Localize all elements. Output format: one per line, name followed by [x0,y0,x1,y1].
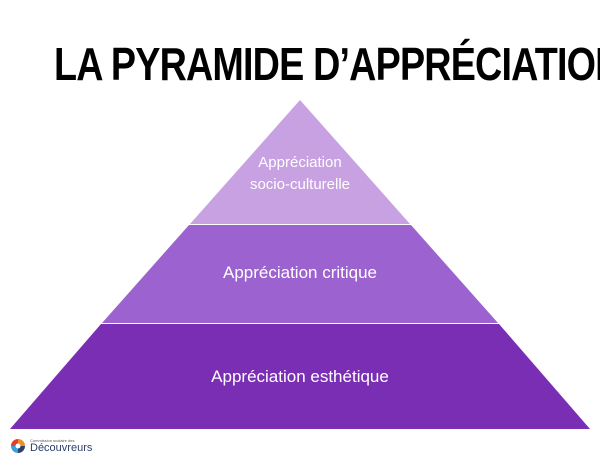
logo-icon [11,439,25,453]
tier-bottom-label: Appréciation esthétique [211,367,389,386]
pyramid-tier-top [190,100,410,224]
pyramid-tier-bottom [10,324,590,429]
logo-text: Commission scolaire des Découvreurs [30,437,93,454]
page-title: LA PYRAMIDE D’APPRÉCIATION [54,38,600,90]
organization-logo: Commission scolaire des Découvreurs [10,437,92,455]
tier-top-line2: socio-culturelle [249,176,351,193]
pyramid-tier-middle [102,225,498,323]
logo-small-text: Commission scolaire des [30,437,75,443]
tier-top-line1: Appréciation [258,154,342,171]
tier-top-label: Appréciation socio-culturelle [200,152,400,196]
logo-name: Découvreurs [30,441,93,454]
tier-middle-label: Appréciation critique [222,263,378,282]
